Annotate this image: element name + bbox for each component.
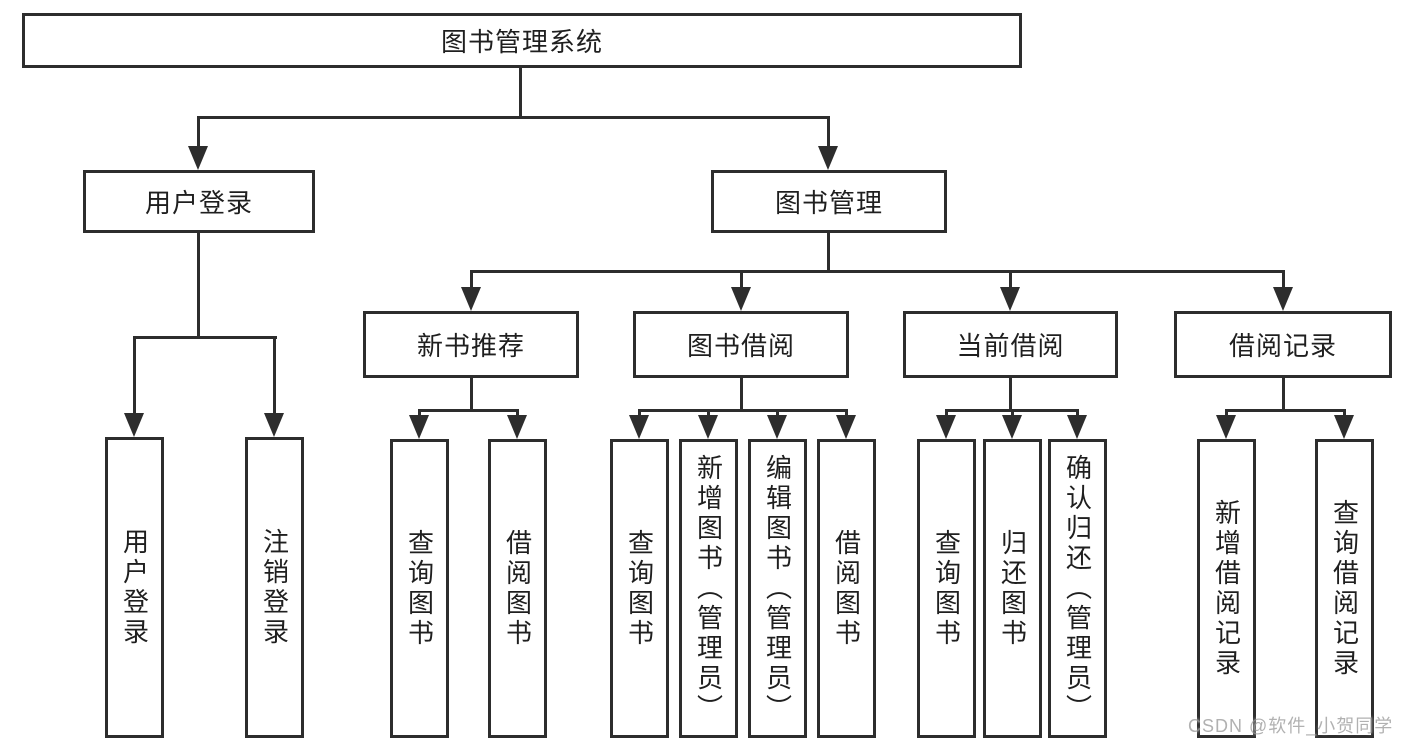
leaf-edit-book-admin: 编辑图书（管理员）	[748, 439, 807, 738]
node-label: 图书管理	[774, 188, 883, 218]
connector-root-trunk	[519, 68, 522, 117]
connector-stem	[133, 336, 136, 415]
leaf-query-borrow-record: 查询借阅记录	[1315, 439, 1374, 738]
connector-root-branch	[197, 116, 830, 119]
leaf-add-book-admin: 新增图书（管理员）	[679, 439, 738, 738]
arrow-down	[1067, 415, 1087, 439]
connector-module-branch	[418, 409, 519, 412]
node-new-book-recommend: 新书推荐	[363, 311, 579, 378]
leaf-return-book: 归还图书	[983, 439, 1042, 738]
leaf-label: 借阅图书	[831, 528, 862, 649]
leaf-query-books-current: 查询图书	[917, 439, 976, 738]
connector-stem	[707, 409, 710, 418]
connector-stem	[945, 409, 948, 418]
connector-stem	[740, 270, 743, 289]
arrow-down	[264, 413, 284, 437]
connector-user-trunk	[197, 232, 200, 338]
connector-module-branch	[1225, 409, 1346, 412]
leaf-user-login: 用户登录	[105, 437, 164, 738]
connector-module-trunk	[740, 377, 743, 411]
connector-stem	[827, 116, 830, 148]
leaf-label: 新增借阅记录	[1211, 498, 1242, 679]
connector-stem	[1282, 270, 1285, 289]
arrow-down	[836, 415, 856, 439]
node-borrow-records: 借阅记录	[1174, 311, 1392, 378]
arrow-down	[461, 287, 481, 311]
leaf-label: 新增图书（管理员）	[693, 453, 724, 724]
connector-stem	[1343, 409, 1346, 418]
arrow-down	[1002, 415, 1022, 439]
node-label: 当前借阅	[956, 331, 1065, 361]
node-label: 图书借阅	[686, 331, 795, 361]
leaf-borrow-books: 借阅图书	[817, 439, 876, 738]
connector-module-trunk	[470, 377, 473, 411]
leaf-confirm-return-admin: 确认归还（管理员）	[1048, 439, 1107, 738]
connector-book-trunk	[827, 232, 830, 272]
connector-stem	[776, 409, 779, 418]
connector-stem	[1009, 270, 1012, 289]
arrow-down	[1000, 287, 1020, 311]
leaf-label: 查询图书	[404, 528, 435, 649]
arrow-down	[409, 415, 429, 439]
arrow-down	[698, 415, 718, 439]
connector-user-branch	[133, 336, 277, 339]
connector-stem	[638, 409, 641, 418]
leaf-add-borrow-record: 新增借阅记录	[1197, 439, 1256, 738]
leaf-label: 归还图书	[997, 528, 1028, 649]
leaf-label: 查询借阅记录	[1329, 498, 1360, 679]
connector-module-trunk	[1009, 377, 1012, 411]
connector-stem	[1011, 409, 1014, 418]
leaf-label: 用户登录	[119, 527, 150, 648]
leaf-label: 注销登录	[259, 527, 290, 648]
node-user-login: 用户登录	[83, 170, 315, 233]
connector-stem	[470, 270, 473, 289]
arrow-down	[124, 413, 144, 437]
node-label: 借阅记录	[1228, 331, 1337, 361]
leaf-label: 查询图书	[624, 528, 655, 649]
node-label: 用户登录	[144, 188, 253, 218]
arrow-down	[1334, 415, 1354, 439]
arrow-down	[1216, 415, 1236, 439]
leaf-query-books-borrow: 查询图书	[610, 439, 669, 738]
arrow-down	[1273, 287, 1293, 311]
arrow-down	[629, 415, 649, 439]
connector-stem	[418, 409, 421, 418]
leaf-label: 借阅图书	[502, 528, 533, 649]
connector-stem	[845, 409, 848, 418]
connector-stem	[273, 336, 276, 415]
leaf-logout: 注销登录	[245, 437, 304, 738]
leaf-query-books-recommend: 查询图书	[390, 439, 449, 738]
watermark: CSDN @软件_小贺同学	[1188, 716, 1394, 736]
arrow-down	[936, 415, 956, 439]
node-label: 新书推荐	[416, 331, 525, 361]
node-book-management: 图书管理	[711, 170, 947, 233]
connector-module-trunk	[1282, 377, 1285, 411]
node-current-borrow: 当前借阅	[903, 311, 1118, 378]
arrow-down	[767, 415, 787, 439]
connector-stem	[197, 116, 200, 148]
connector-book-branch	[470, 270, 1284, 273]
arrow-down	[731, 287, 751, 311]
node-book-borrow: 图书借阅	[633, 311, 849, 378]
connector-stem	[1076, 409, 1079, 418]
arrow-down	[818, 146, 838, 170]
node-root-label: 图书管理系统	[440, 27, 603, 57]
connector-stem	[516, 409, 519, 418]
connector-stem	[1225, 409, 1228, 418]
leaf-label: 确认归还（管理员）	[1062, 453, 1093, 724]
node-root: 图书管理系统	[22, 13, 1022, 68]
connector-module-branch	[638, 409, 848, 412]
leaf-label: 编辑图书（管理员）	[762, 453, 793, 724]
leaf-label: 查询图书	[931, 528, 962, 649]
leaf-borrow-books-recommend: 借阅图书	[488, 439, 547, 738]
arrow-down	[188, 146, 208, 170]
arrow-down	[507, 415, 527, 439]
